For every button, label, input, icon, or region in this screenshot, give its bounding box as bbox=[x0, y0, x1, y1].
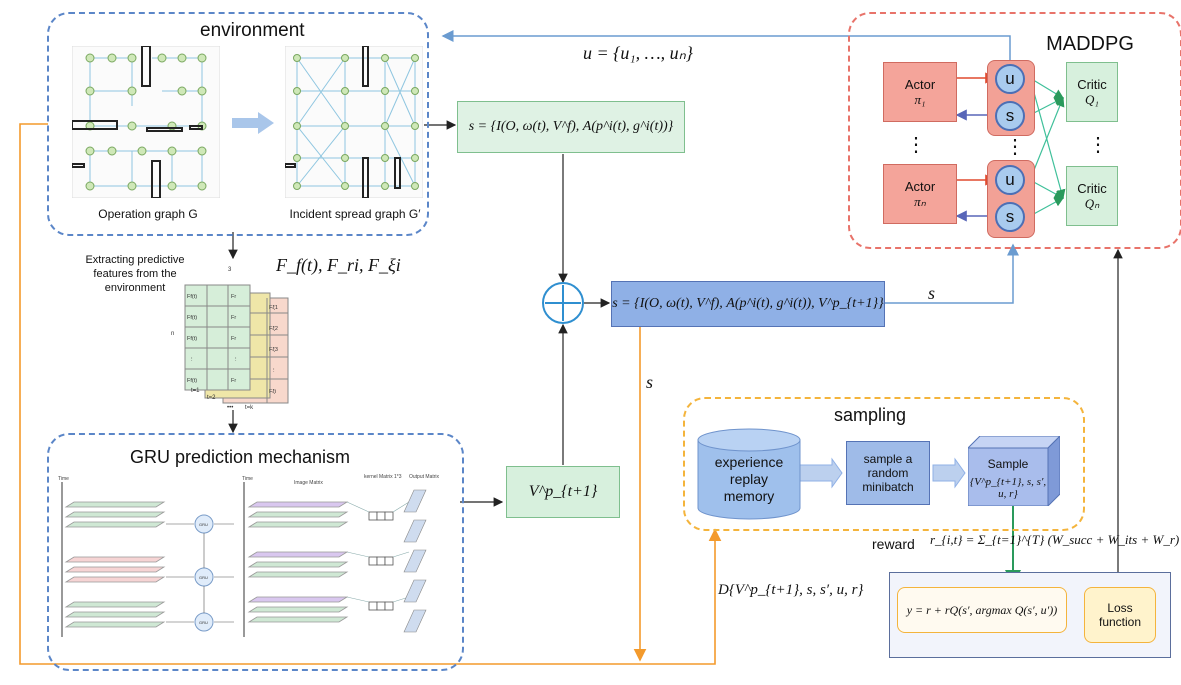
tensor-t2-label: t=2 bbox=[207, 395, 216, 401]
actor-1-label: Actor bbox=[904, 76, 936, 92]
output-matrix-label: Output Matrix bbox=[409, 474, 440, 480]
tensor-dim-side: n bbox=[171, 331, 174, 337]
replay-memory-cylinder bbox=[697, 428, 801, 520]
sampling-title: sampling bbox=[833, 405, 907, 425]
agent-1-s-node: s bbox=[995, 101, 1025, 131]
dataset-label: D{V^p_{t+1}, s, s′, u, r} bbox=[718, 582, 864, 598]
svg-text:Fr: Fr bbox=[231, 336, 236, 342]
sample-cube bbox=[968, 436, 1060, 506]
tensor-tk-label: t=k bbox=[245, 405, 254, 411]
state-box-top: s = {I(O, ω(t), V^f), A(p^i(t), g^i(t))} bbox=[457, 101, 685, 153]
gru-cell-label-1: GRU bbox=[199, 522, 208, 527]
svg-text:Fξi: Fξi bbox=[269, 389, 276, 395]
agent-1-u-node: u bbox=[995, 64, 1025, 94]
target-formula: y = r + rQ(s′, argmax Q(s′, u′)) bbox=[906, 602, 1058, 617]
actor-vdots: ⋮ bbox=[906, 134, 926, 156]
critic-vdots: ⋮ bbox=[1088, 134, 1108, 156]
minibatch-box: sample a random minibatch bbox=[846, 441, 930, 505]
maddpg-title: MADDPG bbox=[1046, 33, 1134, 55]
actor-n-box: Actor πₙ bbox=[883, 164, 957, 224]
gru-mechanism-image: Time Time Image Matrix kernel Matrix 1*3… bbox=[58, 474, 440, 637]
gru-cell-label-3: GRU bbox=[199, 620, 208, 625]
operation-graph-label: Operation graph G bbox=[98, 207, 198, 221]
state-to-maddpg-label: s bbox=[928, 283, 936, 303]
state-bottom-text: s = {I(O, ω(t), V^f), A(p^i(t), g^i(t)),… bbox=[612, 296, 884, 311]
environment-title: environment bbox=[200, 20, 305, 41]
environment-panel bbox=[47, 12, 429, 236]
svg-text:Fr: Fr bbox=[231, 378, 236, 384]
svg-text:Ff(t): Ff(t) bbox=[187, 315, 197, 321]
critic-n-symbol: Qₙ bbox=[1084, 195, 1100, 211]
gru-time-label-2: Time bbox=[242, 476, 253, 482]
critic-1-label: Critic bbox=[1077, 76, 1107, 92]
feature-math: F_f(t), F_ri, F_ξi bbox=[276, 255, 401, 275]
state-box-bottom: s = {I(O, ω(t), V^f), A(p^i(t), g^i(t)),… bbox=[611, 281, 885, 327]
actor-1-box: Actor π₁ bbox=[883, 62, 957, 122]
loss-function-box: Loss function bbox=[1084, 587, 1156, 643]
svg-text:⋮: ⋮ bbox=[189, 357, 195, 363]
state-to-dataset-label: s bbox=[646, 372, 654, 392]
actor-n-label: Actor bbox=[904, 178, 936, 194]
loss-function-label: Loss function bbox=[1098, 601, 1142, 629]
svg-text:Fξ2: Fξ2 bbox=[269, 326, 278, 332]
reward-label: reward bbox=[872, 536, 915, 552]
aggregation-plus-node bbox=[542, 282, 584, 324]
gru-time-label: Time bbox=[58, 476, 69, 482]
svg-text:⋮: ⋮ bbox=[233, 357, 239, 363]
tensor-t1-label: t=1 bbox=[191, 388, 200, 394]
feature-caption: Extracting predictive features from the … bbox=[85, 254, 185, 294]
svg-text:Fξ1: Fξ1 bbox=[269, 305, 278, 311]
critic-n-box: Critic Qₙ bbox=[1066, 166, 1118, 226]
svg-text:Ff(t): Ff(t) bbox=[187, 336, 197, 342]
critic-n-label: Critic bbox=[1077, 180, 1107, 196]
svg-text:Ff(t): Ff(t) bbox=[187, 294, 197, 300]
target-formula-box: y = r + rQ(s′, argmax Q(s′, u′)) bbox=[897, 587, 1067, 633]
sample-label: Sample bbox=[987, 457, 1029, 471]
agent-n-s-node: s bbox=[995, 202, 1025, 232]
svg-text:Fr: Fr bbox=[231, 315, 236, 321]
gru-cell-label-2: GRU bbox=[199, 575, 208, 580]
svg-text:Fξ3: Fξ3 bbox=[269, 347, 278, 353]
action-set-label: u = {u₁, …, uₙ} bbox=[583, 43, 693, 63]
incident-spread-graph-image bbox=[285, 46, 423, 198]
minibatch-label: sample a random minibatch bbox=[862, 452, 914, 494]
kernel-matrix-label: kernel Matrix 1*3 bbox=[364, 474, 402, 480]
prediction-text: V^p_{t+1} bbox=[528, 483, 598, 500]
reward-formula: r_{i,t} = Σ_{t=1}^{T} (W_succ + W_its + … bbox=[930, 532, 1180, 547]
svg-text:Fr: Fr bbox=[231, 294, 236, 300]
spread-arrow-icon bbox=[232, 112, 274, 134]
replay-memory-label: experience replay memory bbox=[714, 454, 784, 504]
prediction-box: V^p_{t+1} bbox=[506, 466, 620, 518]
actor-n-symbol: πₙ bbox=[914, 193, 926, 209]
incident-graph-label: Incident spread graph G′ bbox=[289, 207, 421, 221]
tensor-dots-label: ••• bbox=[227, 405, 233, 411]
agent-n-u-node: u bbox=[995, 165, 1025, 195]
agent-vdots: ⋮ bbox=[1005, 136, 1025, 158]
svg-text:⋮: ⋮ bbox=[271, 368, 277, 374]
actor-1-symbol: π₁ bbox=[914, 91, 926, 107]
image-matrix-label: Image Matrix bbox=[294, 480, 323, 486]
sample-math: {V^p_{t+1}, s, s′, u, r} bbox=[969, 476, 1047, 500]
critic-1-symbol: Q₁ bbox=[1085, 91, 1099, 107]
tensor-dim-top: 3 bbox=[228, 267, 232, 273]
sampling-panel bbox=[683, 397, 1085, 531]
gru-title: GRU prediction mechanism bbox=[129, 447, 351, 467]
state-top-text: s = {I(O, ω(t), V^f), A(p^i(t), g^i(t))} bbox=[468, 119, 674, 134]
operation-graph-image bbox=[72, 46, 220, 198]
critic-1-box: Critic Q₁ bbox=[1066, 62, 1118, 122]
gru-panel bbox=[47, 433, 464, 671]
svg-text:Ff(t): Ff(t) bbox=[187, 378, 197, 384]
